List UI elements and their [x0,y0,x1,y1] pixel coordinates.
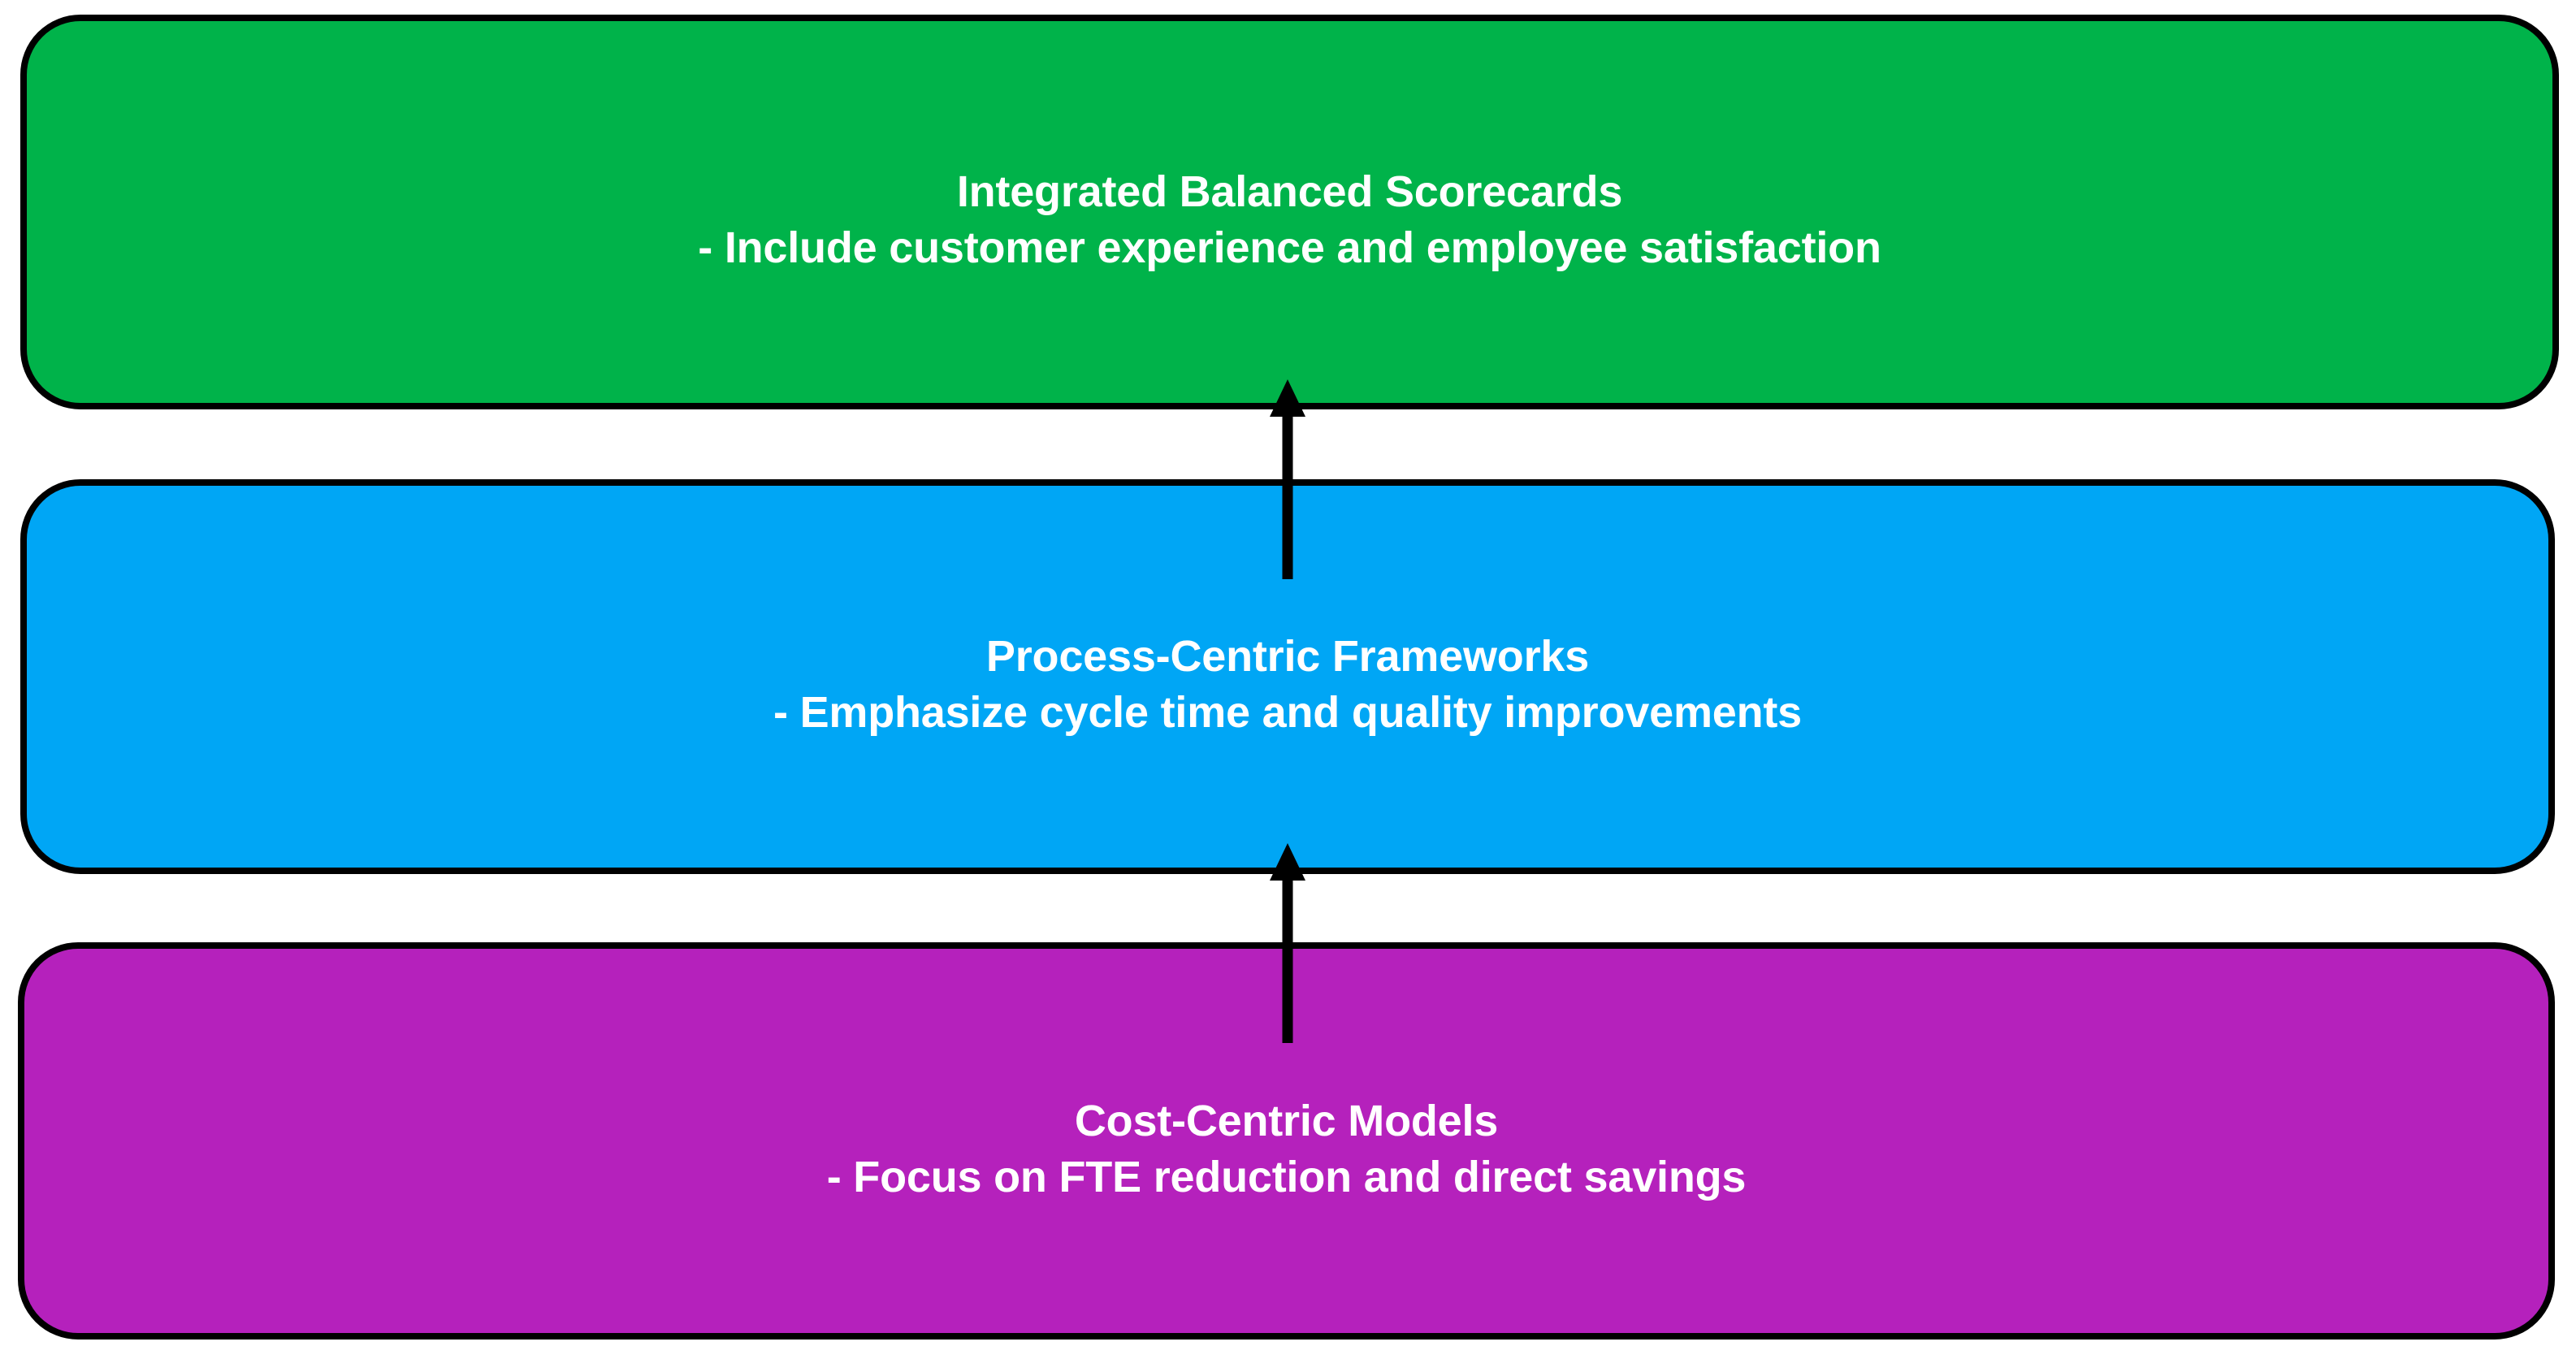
node-text-block: Process-Centric Frameworks - Emphasize c… [773,631,1802,738]
node-cost-centric-models[interactable]: Cost-Centric Models - Focus on FTE reduc… [18,942,2555,1340]
node-process-centric-frameworks[interactable]: Process-Centric Frameworks - Emphasize c… [20,479,2555,874]
node-title-process-centric-frameworks: Process-Centric Frameworks [985,632,1590,682]
node-text-block: Cost-Centric Models - Focus on FTE reduc… [827,1096,1747,1202]
node-title-cost-centric-models: Cost-Centric Models [1074,1096,1499,1145]
node-detail-integrated-balanced-scorecards: - Include customer experience and employ… [698,223,1881,272]
node-detail-process-centric-frameworks: - Emphasize cycle time and quality impro… [773,688,1802,737]
node-text-block: Integrated Balanced Scorecards - Include… [698,167,1881,273]
node-title-integrated-balanced-scorecards: Integrated Balanced Scorecards [956,167,1623,217]
node-integrated-balanced-scorecards[interactable]: Integrated Balanced Scorecards - Include… [20,15,2559,409]
node-detail-cost-centric-models: - Focus on FTE reduction and direct savi… [826,1152,1747,1201]
